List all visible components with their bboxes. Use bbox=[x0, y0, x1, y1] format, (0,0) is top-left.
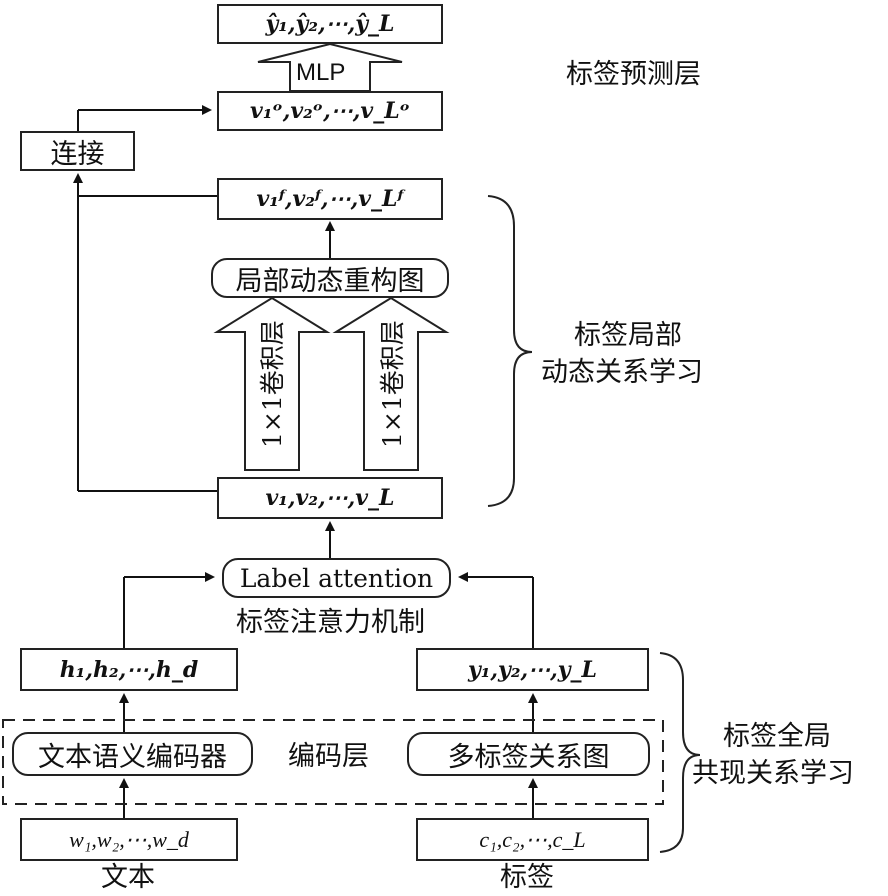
conv-label-right: 1×1卷积层 bbox=[378, 320, 407, 448]
output-text: ŷ₁,ŷ₂,⋯,ŷ_L bbox=[265, 11, 395, 37]
global-learning-label-2: 共现关系学习 bbox=[692, 758, 854, 789]
conv-arrow-left bbox=[213, 296, 331, 471]
concat-box: 连接 bbox=[20, 131, 135, 171]
local-learning-label-2: 动态关系学习 bbox=[541, 357, 703, 388]
conv-label-left: 1×1卷积层 bbox=[258, 320, 287, 448]
text-encoder-box: 文本语义编码器 bbox=[12, 732, 253, 776]
label-input-label: 标签 bbox=[500, 862, 554, 893]
prediction-layer-label: 标签预测层 bbox=[566, 59, 701, 90]
h-box: h₁,h₂,⋯,h_d bbox=[20, 648, 238, 691]
label-attention-box: Label attention bbox=[222, 558, 451, 598]
y-box: y₁,y₂,⋯,y_L bbox=[416, 648, 649, 691]
v-box: v₁,v₂,⋯,v_L bbox=[217, 477, 443, 519]
mlp-hollow-arrow bbox=[257, 42, 403, 92]
v-o-box: v₁ᵒ,v₂ᵒ,⋯,v_Lᵒ bbox=[217, 91, 443, 131]
local-graph-box: 局部动态重构图 bbox=[211, 258, 449, 298]
local-bracket bbox=[487, 195, 533, 507]
text-input-label: 文本 bbox=[101, 862, 155, 893]
c-box: c₁,c₂,⋯,c_L bbox=[416, 818, 649, 861]
local-learning-label-1: 标签局部 bbox=[574, 320, 682, 351]
output-box: ŷ₁,ŷ₂,⋯,ŷ_L bbox=[217, 4, 443, 44]
v-f-box: v₁ᶠ,v₂ᶠ,⋯,v_Lᶠ bbox=[217, 178, 443, 220]
attention-mechanism-label: 标签注意力机制 bbox=[236, 607, 425, 638]
encoding-layer-dashed-box bbox=[2, 719, 664, 805]
global-bracket bbox=[659, 652, 701, 853]
global-learning-label-1: 标签全局 bbox=[723, 721, 831, 752]
conv-arrow-right bbox=[332, 296, 450, 471]
encoding-layer-label: 编码层 bbox=[288, 741, 369, 772]
mlp-label: MLP bbox=[296, 59, 346, 86]
label-graph-box: 多标签关系图 bbox=[407, 732, 650, 776]
w-box: w₁,w₂,⋯,w_d bbox=[20, 818, 238, 861]
